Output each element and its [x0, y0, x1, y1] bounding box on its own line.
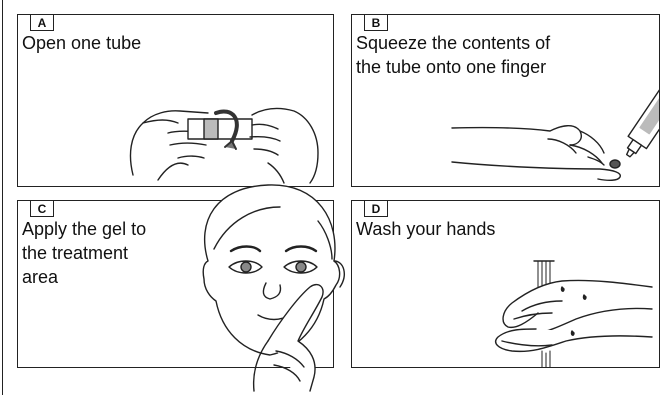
step-panel-a: A Open one tube	[17, 14, 334, 187]
step-panel-b: B Squeeze the contents of the tube onto …	[351, 14, 660, 187]
step-label-a: A	[30, 14, 54, 31]
step-caption-b: Squeeze the contents of the tube onto on…	[356, 31, 550, 79]
step-caption-c: Apply the gel to the treatment area	[22, 217, 146, 289]
step-label-d: D	[364, 200, 388, 217]
step-label-c: C	[30, 200, 54, 217]
step-panel-d: D Wash your hands	[351, 200, 660, 368]
step-caption-d: Wash your hands	[356, 217, 495, 241]
step-panel-c: C Apply the gel to the treatment area	[17, 200, 334, 368]
step-caption-a: Open one tube	[22, 31, 141, 55]
step-label-b: B	[364, 14, 388, 31]
